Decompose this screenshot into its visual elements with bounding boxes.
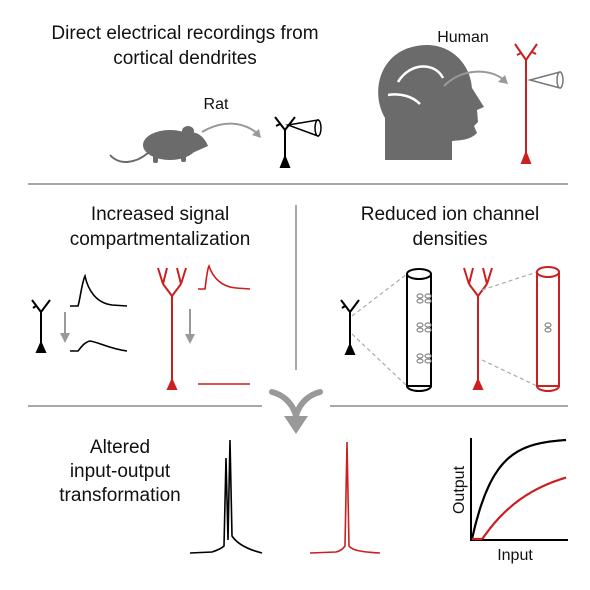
merge-arrow-icon xyxy=(269,389,323,434)
human-ion-channels-icon xyxy=(544,322,552,333)
header-title-line2: cortical dendrites xyxy=(113,48,257,69)
rat-zoom-lines xyxy=(351,273,408,387)
io-plot-xlabel: Input xyxy=(497,547,533,564)
ion-channel-title-line2: densities xyxy=(412,229,488,250)
rat-neuron-small-icon xyxy=(31,299,51,353)
rat-arrow xyxy=(201,122,259,135)
compartmentalization-title-line1: Increased signal xyxy=(90,204,230,225)
human-pipette-icon xyxy=(527,71,564,89)
human-neuron-small-icon xyxy=(157,267,187,390)
human-head-silhouette-icon xyxy=(378,44,484,161)
io-title-line3: transformation xyxy=(59,485,181,506)
ion-channel-title-line1: Reduced ion channel xyxy=(360,204,540,225)
rat-neuron-header-icon xyxy=(274,116,296,168)
header-title-line1: Direct electrical recordings from xyxy=(51,23,319,44)
rat-neuron-channel-icon xyxy=(340,299,360,355)
rat-silhouette-icon xyxy=(109,126,208,163)
human-label: Human xyxy=(437,29,489,46)
rat-arrowhead-icon xyxy=(252,129,261,138)
rat-ion-channels-icon xyxy=(416,293,432,364)
human-zoom-lines xyxy=(481,271,538,387)
io-human-curve xyxy=(472,476,567,541)
pipette-icon xyxy=(285,119,322,138)
human-spike-trace xyxy=(309,441,381,554)
human-neuron-channel-icon xyxy=(463,267,493,390)
compartmentalization-title-line2: compartmentalization xyxy=(69,229,251,250)
human-trace-dendrite xyxy=(198,263,251,290)
human-arrow xyxy=(443,70,505,87)
human-neuron-header-icon xyxy=(514,43,538,164)
human-attenuation-arrow-icon xyxy=(185,309,195,344)
rat-trace-dendrite xyxy=(70,273,128,307)
rat-spike-trace xyxy=(189,439,263,554)
io-plot-axes xyxy=(470,438,568,541)
io-rat-curve xyxy=(470,438,567,540)
human-arrowhead-icon xyxy=(498,75,508,84)
rat-label: Rat xyxy=(203,96,229,113)
rat-attenuation-arrow-icon xyxy=(60,312,70,343)
rat-trace-soma xyxy=(70,340,128,352)
io-title-line1: Altered xyxy=(89,437,151,458)
io-title-line2: input-output xyxy=(69,461,171,482)
